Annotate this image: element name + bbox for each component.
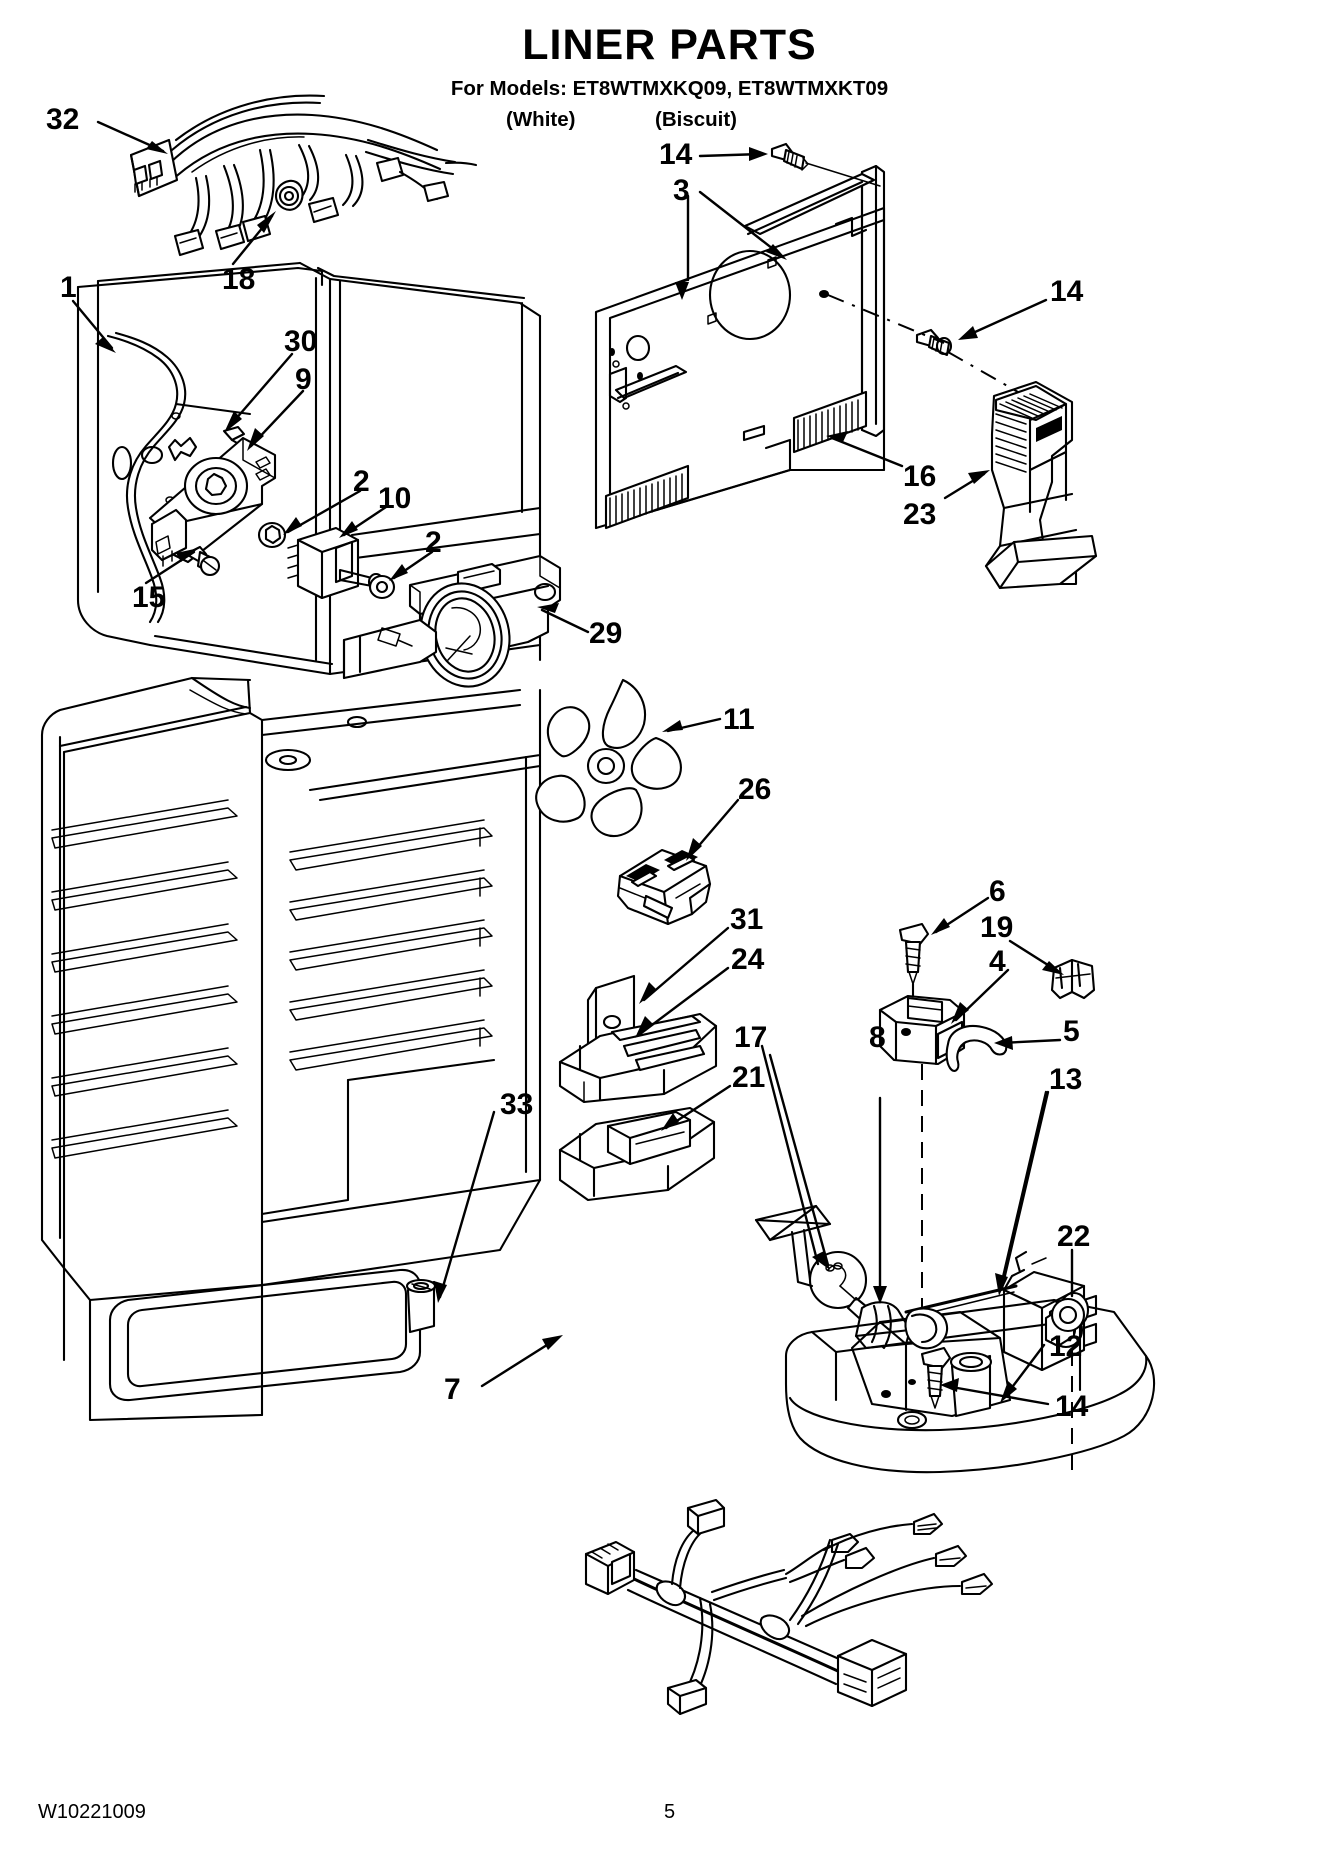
callout-13: 13 <box>1049 1063 1083 1096</box>
callout-14-right: 14 <box>1050 275 1084 308</box>
callout-6: 6 <box>989 875 1006 908</box>
callout-22: 22 <box>1057 1220 1091 1253</box>
part-12-drain-pan-base <box>754 1204 1156 1474</box>
part-11-fan-blade <box>535 678 682 837</box>
part-33-bushing-plug <box>405 1278 437 1334</box>
callout-8: 8 <box>869 1021 886 1054</box>
callout-2a: 2 <box>353 465 370 498</box>
part-26-control-module <box>616 848 712 926</box>
part-29-fan-shroud <box>342 554 562 688</box>
callout-23: 23 <box>903 498 937 531</box>
callout-30: 30 <box>284 325 318 358</box>
part-32-wire-harness-upper <box>129 94 478 257</box>
callout-12: 12 <box>1049 1330 1083 1363</box>
part-7-wire-harness-lower <box>584 1498 994 1716</box>
callout-33: 33 <box>500 1088 534 1121</box>
page-footer: W10221009 5 <box>0 1779 1339 1849</box>
callout-5: 5 <box>1063 1015 1080 1048</box>
callout-32: 32 <box>46 103 80 136</box>
callout-31: 31 <box>730 903 764 936</box>
callout-3: 3 <box>673 174 690 207</box>
part-5-retainer-clip <box>945 1024 1008 1072</box>
callout-17: 17 <box>734 1021 768 1054</box>
part-10-thermostat-control <box>257 521 396 600</box>
callout-1: 1 <box>60 271 77 304</box>
callout-14-bottom: 14 <box>1055 1390 1089 1423</box>
page-number: 5 <box>663 1801 676 1823</box>
callout-14-top: 14 <box>659 138 693 171</box>
callout-24: 24 <box>731 943 765 976</box>
callout-2b: 2 <box>425 526 442 559</box>
document-number: W10221009 <box>38 1801 146 1823</box>
callout-4: 4 <box>989 945 1006 978</box>
callout-10: 10 <box>378 482 412 515</box>
part-21-lower-light-housing <box>558 1106 716 1202</box>
callout-15: 15 <box>132 581 166 614</box>
callout-7: 7 <box>444 1373 461 1406</box>
part-23-dispenser-cover <box>984 380 1098 590</box>
callout-26: 26 <box>738 773 772 806</box>
part-16-rear-panel <box>594 164 886 530</box>
part-14-screw-bottom <box>920 1346 952 1409</box>
part-24-upper-light-housing <box>558 1012 718 1104</box>
callout-16: 16 <box>903 460 937 493</box>
callout-19: 19 <box>980 911 1014 944</box>
alignment-dash-lines <box>819 290 1019 393</box>
callout-18: 18 <box>222 263 256 296</box>
callout-11: 11 <box>723 703 755 736</box>
callout-21: 21 <box>732 1061 766 1094</box>
part-1-liner-cabinet-lower <box>40 676 542 1422</box>
part-9-damper-assembly <box>148 425 277 577</box>
callout-29: 29 <box>589 617 623 650</box>
models-label: For Models: ET8WTMXKQ09, ET8WTMXKT09 <box>450 77 889 100</box>
part-22-plug-cap-body <box>1044 1297 1086 1348</box>
callout-9: 9 <box>295 363 312 396</box>
page-header: LINER PARTS For Models: ET8WTMXKQ09, ET8… <box>0 0 1339 134</box>
color-white-label: (White) <box>506 107 576 131</box>
color-biscuit-label: (Biscuit) <box>655 107 737 131</box>
part-6-screw <box>898 922 930 1007</box>
color-variants-row: (White) (Biscuit) <box>0 107 1339 134</box>
leader-lines <box>71 120 1074 1406</box>
page-title: LINER PARTS <box>522 21 817 69</box>
part-19-terminal-connector <box>1050 958 1096 1000</box>
